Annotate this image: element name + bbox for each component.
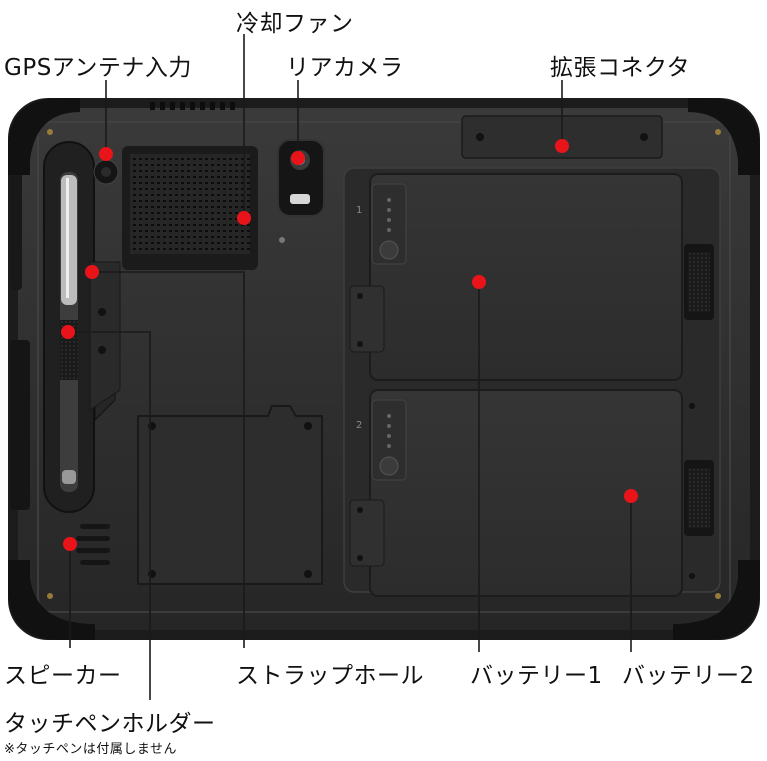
battery-1	[349, 173, 714, 381]
label-battery2: バッテリー2	[622, 663, 755, 689]
rear-camera	[277, 139, 325, 217]
marker-gps	[99, 147, 113, 161]
label-pen-holder: タッチペンホルダー	[4, 711, 216, 737]
label-rear-camera: リアカメラ	[286, 55, 404, 81]
screws	[47, 129, 721, 599]
marker-speaker	[63, 537, 77, 551]
cooling-fan-vent	[122, 146, 258, 270]
label-cooling-fan: 冷却ファン	[236, 11, 354, 37]
label-strap-hole: ストラップホール	[236, 663, 424, 689]
marker-fan	[237, 211, 251, 225]
slot-2-number: 2	[356, 420, 362, 431]
battery-2	[349, 389, 714, 597]
label-battery1: バッテリー1	[470, 663, 603, 689]
leader-lines	[68, 34, 632, 700]
marker-dots	[61, 139, 638, 551]
marker-pen	[61, 325, 75, 339]
marker-camera	[291, 151, 305, 165]
gps-connector	[93, 159, 119, 185]
side-housing	[89, 261, 121, 411]
label-pen-note: ※タッチペンは付属しません	[4, 742, 178, 757]
leader-strap	[92, 271, 245, 648]
marker-connector	[555, 139, 569, 153]
marker-strap	[85, 265, 99, 279]
label-speaker: スピーカー	[4, 663, 122, 689]
slot-1-number: 1	[356, 205, 362, 216]
marker-battery2	[624, 489, 638, 503]
leader-pen	[68, 331, 151, 700]
corner-bumpers	[8, 98, 760, 640]
marker-battery1	[472, 275, 486, 289]
label-expansion-connector: 拡張コネクタ	[550, 55, 691, 81]
access-panel	[137, 405, 323, 585]
label-gps-antenna: GPSアンテナ入力	[4, 55, 192, 81]
speaker-grille	[76, 524, 110, 565]
